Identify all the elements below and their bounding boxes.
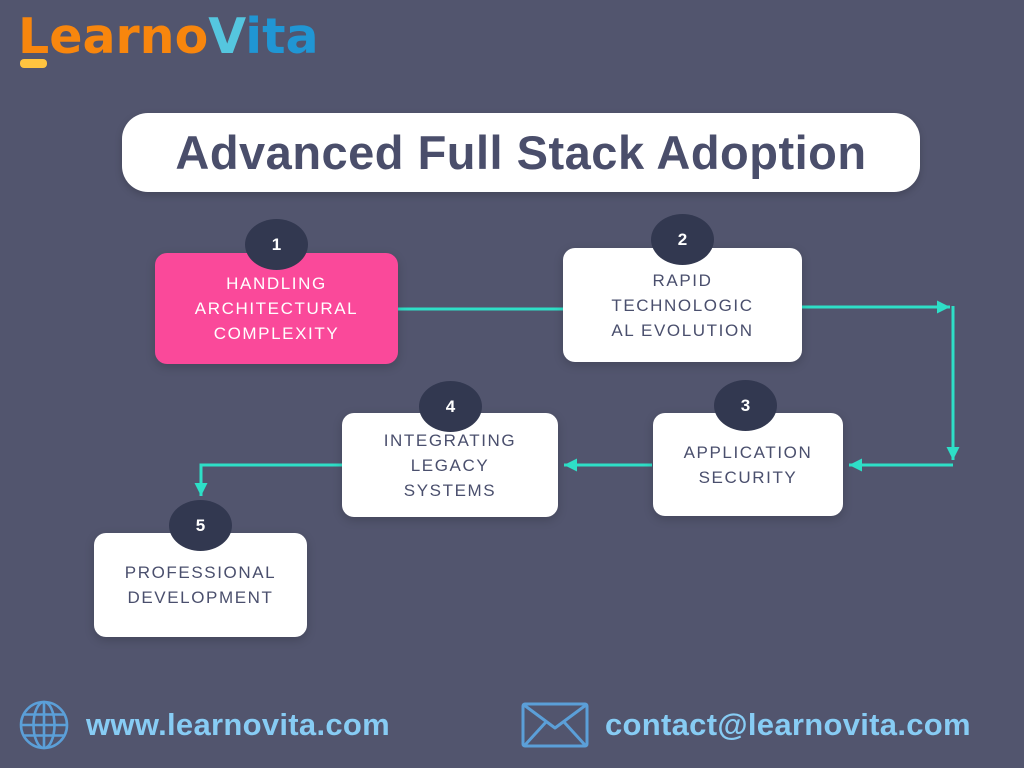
footer-website: www.learnovita.com <box>18 694 390 756</box>
step-2-label: RAPID TECHNOLOGIC AL EVOLUTION <box>611 270 754 340</box>
step-2-number: 2 <box>677 229 688 249</box>
step-5-label: PROFESSIONAL DEVELOPMENT <box>124 563 277 607</box>
logo-part-ita: ita <box>245 8 319 65</box>
logo-part-learno: Learno <box>18 8 209 65</box>
learnovita-logo: LearnoVita <box>18 8 319 65</box>
website-link[interactable]: www.learnovita.com <box>86 707 391 742</box>
step-1-badge: 1 <box>245 219 308 270</box>
email-link[interactable]: contact@learnovita.com <box>605 707 971 742</box>
logo-yellow-accent <box>20 59 47 68</box>
step-5-badge: 5 <box>169 500 232 551</box>
step-1-label: HANDLING ARCHITECTURAL COMPLEXITY <box>194 274 359 343</box>
step-4-number: 4 <box>445 396 456 416</box>
step-5-number: 5 <box>195 515 206 535</box>
step-3-number: 3 <box>740 395 751 415</box>
step-4-badge: 4 <box>419 381 482 432</box>
step-1-number: 1 <box>271 234 282 254</box>
title-banner: Advanced Full Stack Adoption <box>122 113 920 192</box>
step-1-box: HANDLING ARCHITECTURAL COMPLEXITY <box>155 253 398 364</box>
step-3-box: APPLICATION SECURITY <box>653 413 843 516</box>
step-4-label: INTEGRATING LEGACY SYSTEMS <box>383 430 517 500</box>
logo-part-v: V <box>208 8 246 65</box>
step-3-badge: 3 <box>714 380 777 431</box>
page-title: Advanced Full Stack Adoption <box>175 126 867 179</box>
step-3-label: APPLICATION SECURITY <box>683 442 813 487</box>
step-2-box: RAPID TECHNOLOGIC AL EVOLUTION <box>563 248 802 362</box>
connector-box4-to-box5 <box>194 463 342 496</box>
globe-icon <box>19 700 69 750</box>
mail-icon <box>521 702 589 748</box>
footer-email: contact@learnovita.com <box>521 694 971 756</box>
step-2-badge: 2 <box>651 214 714 265</box>
